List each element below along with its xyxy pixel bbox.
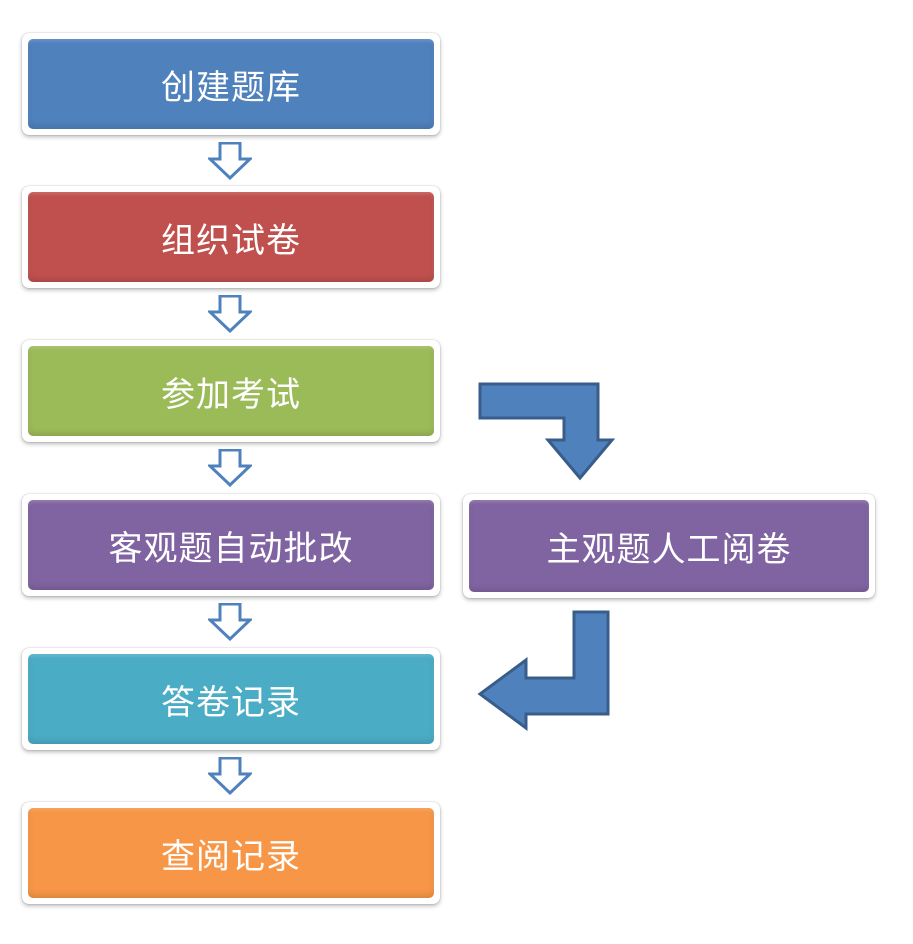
step-assemble-paper: 组织试卷: [28, 192, 434, 282]
down-arrow-icon: [208, 142, 252, 180]
step-label: 客观题自动批改: [108, 528, 354, 569]
bent-arrow-right-down-icon: [478, 382, 616, 481]
step-create-question-bank: 创建题库: [28, 39, 434, 129]
step-label: 参加考试: [161, 374, 301, 415]
step-label: 答卷记录: [161, 682, 301, 723]
step-frame-assemble-paper: 组织试卷: [22, 186, 440, 288]
step-label: 组织试卷: [161, 220, 301, 261]
down-arrow-icon: [208, 757, 252, 795]
down-arrow-icon: [208, 603, 252, 641]
bent-arrow-down-left-icon: [477, 610, 610, 731]
step-take-exam: 参加考试: [28, 346, 434, 436]
step-frame-auto-grade-objective: 客观题自动批改: [22, 494, 440, 596]
step-answer-records: 答卷记录: [28, 654, 434, 744]
step-label: 查阅记录: [161, 836, 301, 877]
down-arrow-icon: [208, 295, 252, 333]
step-frame-manual-grade-subjective: 主观题人工阅卷: [463, 494, 875, 598]
step-label: 创建题库: [161, 67, 301, 108]
step-label: 主观题人工阅卷: [546, 529, 792, 570]
down-arrow-icon: [208, 449, 252, 487]
step-auto-grade-objective: 客观题自动批改: [28, 500, 434, 590]
step-view-records: 查阅记录: [28, 808, 434, 898]
step-manual-grade-subjective: 主观题人工阅卷: [469, 500, 869, 592]
step-frame-view-records: 查阅记录: [22, 802, 440, 904]
step-frame-create-question-bank: 创建题库: [22, 33, 440, 135]
step-frame-answer-records: 答卷记录: [22, 648, 440, 750]
step-frame-take-exam: 参加考试: [22, 340, 440, 442]
